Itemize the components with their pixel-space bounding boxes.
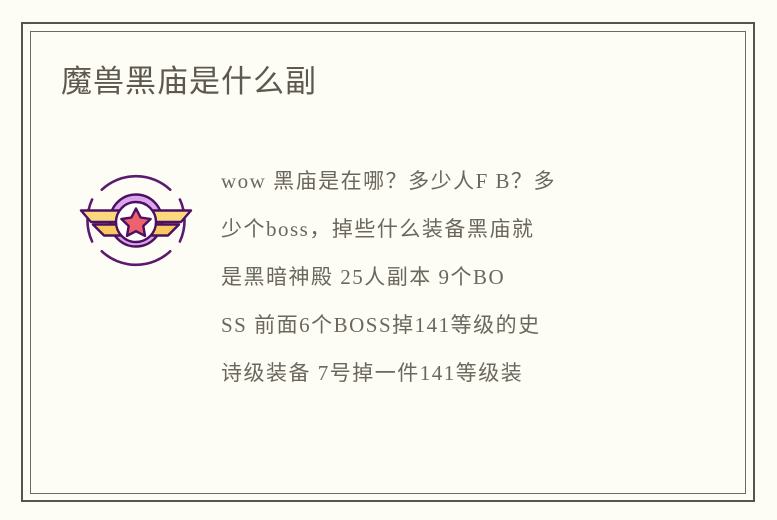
badge-star-icon <box>120 207 152 238</box>
badge-outer-ring-icon <box>86 174 186 267</box>
decorative-outer-frame <box>21 22 755 502</box>
badge-container <box>61 155 211 278</box>
answer-line: 诗级装备 7号掉一件141等级装 <box>221 361 524 385</box>
winged-star-badge-icon <box>79 174 193 267</box>
answer-line: SS 前面6个BOSS掉141等级的史 <box>221 313 541 337</box>
answer-line: wow 黑庙是在哪？多少人F B？多 <box>221 169 557 193</box>
answer-line: 少个boss，掉些什么装备黑庙就 <box>221 217 535 241</box>
answer-line: 是黑暗神殿 25人副本 9个BO <box>221 265 506 289</box>
decorative-inner-frame <box>30 31 746 494</box>
answer-content-row: wow 黑庙是在哪？多少人F B？多 少个boss，掉些什么装备黑庙就 是黑暗神… <box>61 155 701 397</box>
answer-text-block: wow 黑庙是在哪？多少人F B？多 少个boss，掉些什么装备黑庙就 是黑暗神… <box>211 155 701 397</box>
page-title: 魔兽黑庙是什么副 <box>61 64 317 99</box>
